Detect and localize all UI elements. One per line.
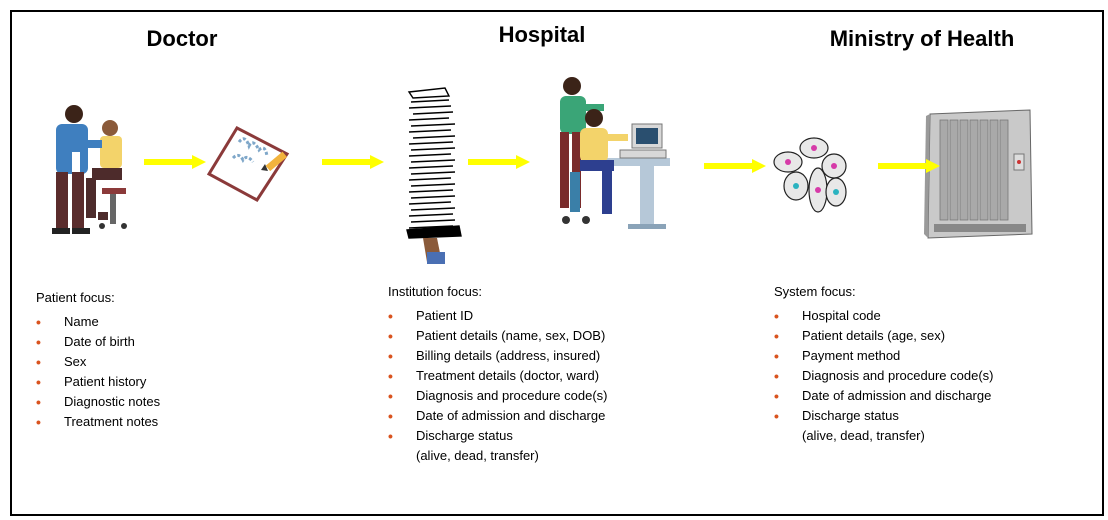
- bullet-icon: •: [774, 388, 779, 404]
- institution-focus-block: Institution focus: •Patient ID •Patient …: [388, 282, 708, 466]
- heading-hospital: Hospital: [498, 22, 586, 47]
- list-item: •Billing details (address, insured): [388, 348, 601, 364]
- list-item: •Patient details (age, sex): [774, 328, 946, 344]
- clipboard-notes-icon: [207, 126, 290, 202]
- paper-stack-icon: [406, 87, 462, 264]
- arrow-icon: [144, 155, 206, 169]
- bullet-icon: •: [36, 394, 41, 410]
- bullet-icon: •: [36, 314, 41, 330]
- list-item: •Diagnostic notes: [36, 394, 161, 410]
- patient-focus-list: •Name •Date of birth •Sex •Patient histo…: [36, 312, 336, 432]
- list-item: •Treatment notes: [36, 414, 159, 430]
- bullet-icon: •: [774, 328, 779, 344]
- list-item: •Discharge status(alive, dead, transfer): [388, 428, 539, 463]
- heading-doctor: Doctor: [146, 26, 218, 51]
- doctor-examining-patient-icon: [52, 105, 127, 234]
- bullet-icon: •: [388, 368, 393, 384]
- bullet-icon: •: [774, 308, 779, 324]
- list-item: •Date of birth: [36, 334, 135, 350]
- diagram-frame: Doctor Hospital Ministry of Health: [10, 10, 1104, 516]
- patient-focus-title: Patient focus:: [36, 290, 115, 305]
- institution-focus-list: •Patient ID •Patient details (name, sex,…: [388, 306, 708, 466]
- server-rack-icon: [924, 109, 1033, 239]
- heading-ministry: Ministry of Health: [829, 26, 1015, 51]
- bullet-icon: •: [36, 334, 41, 350]
- arrow-icon: [704, 159, 766, 173]
- arrow-icon: [468, 155, 530, 169]
- bullet-icon: •: [36, 354, 41, 370]
- system-focus-block: System focus: •Hospital code •Patient de…: [774, 282, 1094, 446]
- institution-focus-title: Institution focus:: [388, 284, 482, 299]
- list-item: •Diagnosis and procedure code(s): [774, 368, 994, 384]
- arrow-icon: [322, 155, 384, 169]
- arrow-icon: [878, 159, 940, 173]
- list-item: •Patient history: [36, 374, 147, 390]
- list-item: •Hospital code: [774, 308, 881, 324]
- patient-focus-block: Patient focus: •Name •Date of birth •Sex…: [36, 288, 336, 432]
- list-item: •Name: [36, 314, 99, 330]
- bullet-icon: •: [388, 408, 393, 424]
- list-item: •Sex: [36, 354, 87, 370]
- system-focus-title: System focus:: [774, 284, 856, 299]
- hospital-staff-at-computer-icon: [560, 77, 670, 229]
- list-item: •Patient ID: [388, 308, 474, 324]
- bullet-icon: •: [388, 428, 393, 444]
- list-item: •Patient details (name, sex, DOB): [388, 328, 606, 344]
- list-item: •Treatment details (doctor, ward): [388, 368, 600, 384]
- list-item: •Diagnosis and procedure code(s): [388, 388, 608, 404]
- bullet-icon: •: [774, 408, 779, 424]
- bullet-icon: •: [388, 388, 393, 404]
- bullet-icon: •: [388, 328, 393, 344]
- bullet-icon: •: [36, 374, 41, 390]
- bullet-icon: •: [388, 308, 393, 324]
- system-focus-list: •Hospital code •Patient details (age, se…: [774, 306, 1094, 446]
- list-item: •Date of admission and discharge: [774, 388, 992, 404]
- list-item: •Payment method: [774, 348, 901, 364]
- bullet-icon: •: [36, 414, 41, 430]
- list-item: •Discharge status(alive, dead, transfer): [774, 408, 925, 443]
- bullet-icon: •: [774, 368, 779, 384]
- bullet-icon: •: [774, 348, 779, 364]
- data-discs-icon: [773, 137, 847, 213]
- list-item: •Date of admission and discharge: [388, 408, 606, 424]
- bullet-icon: •: [388, 348, 393, 364]
